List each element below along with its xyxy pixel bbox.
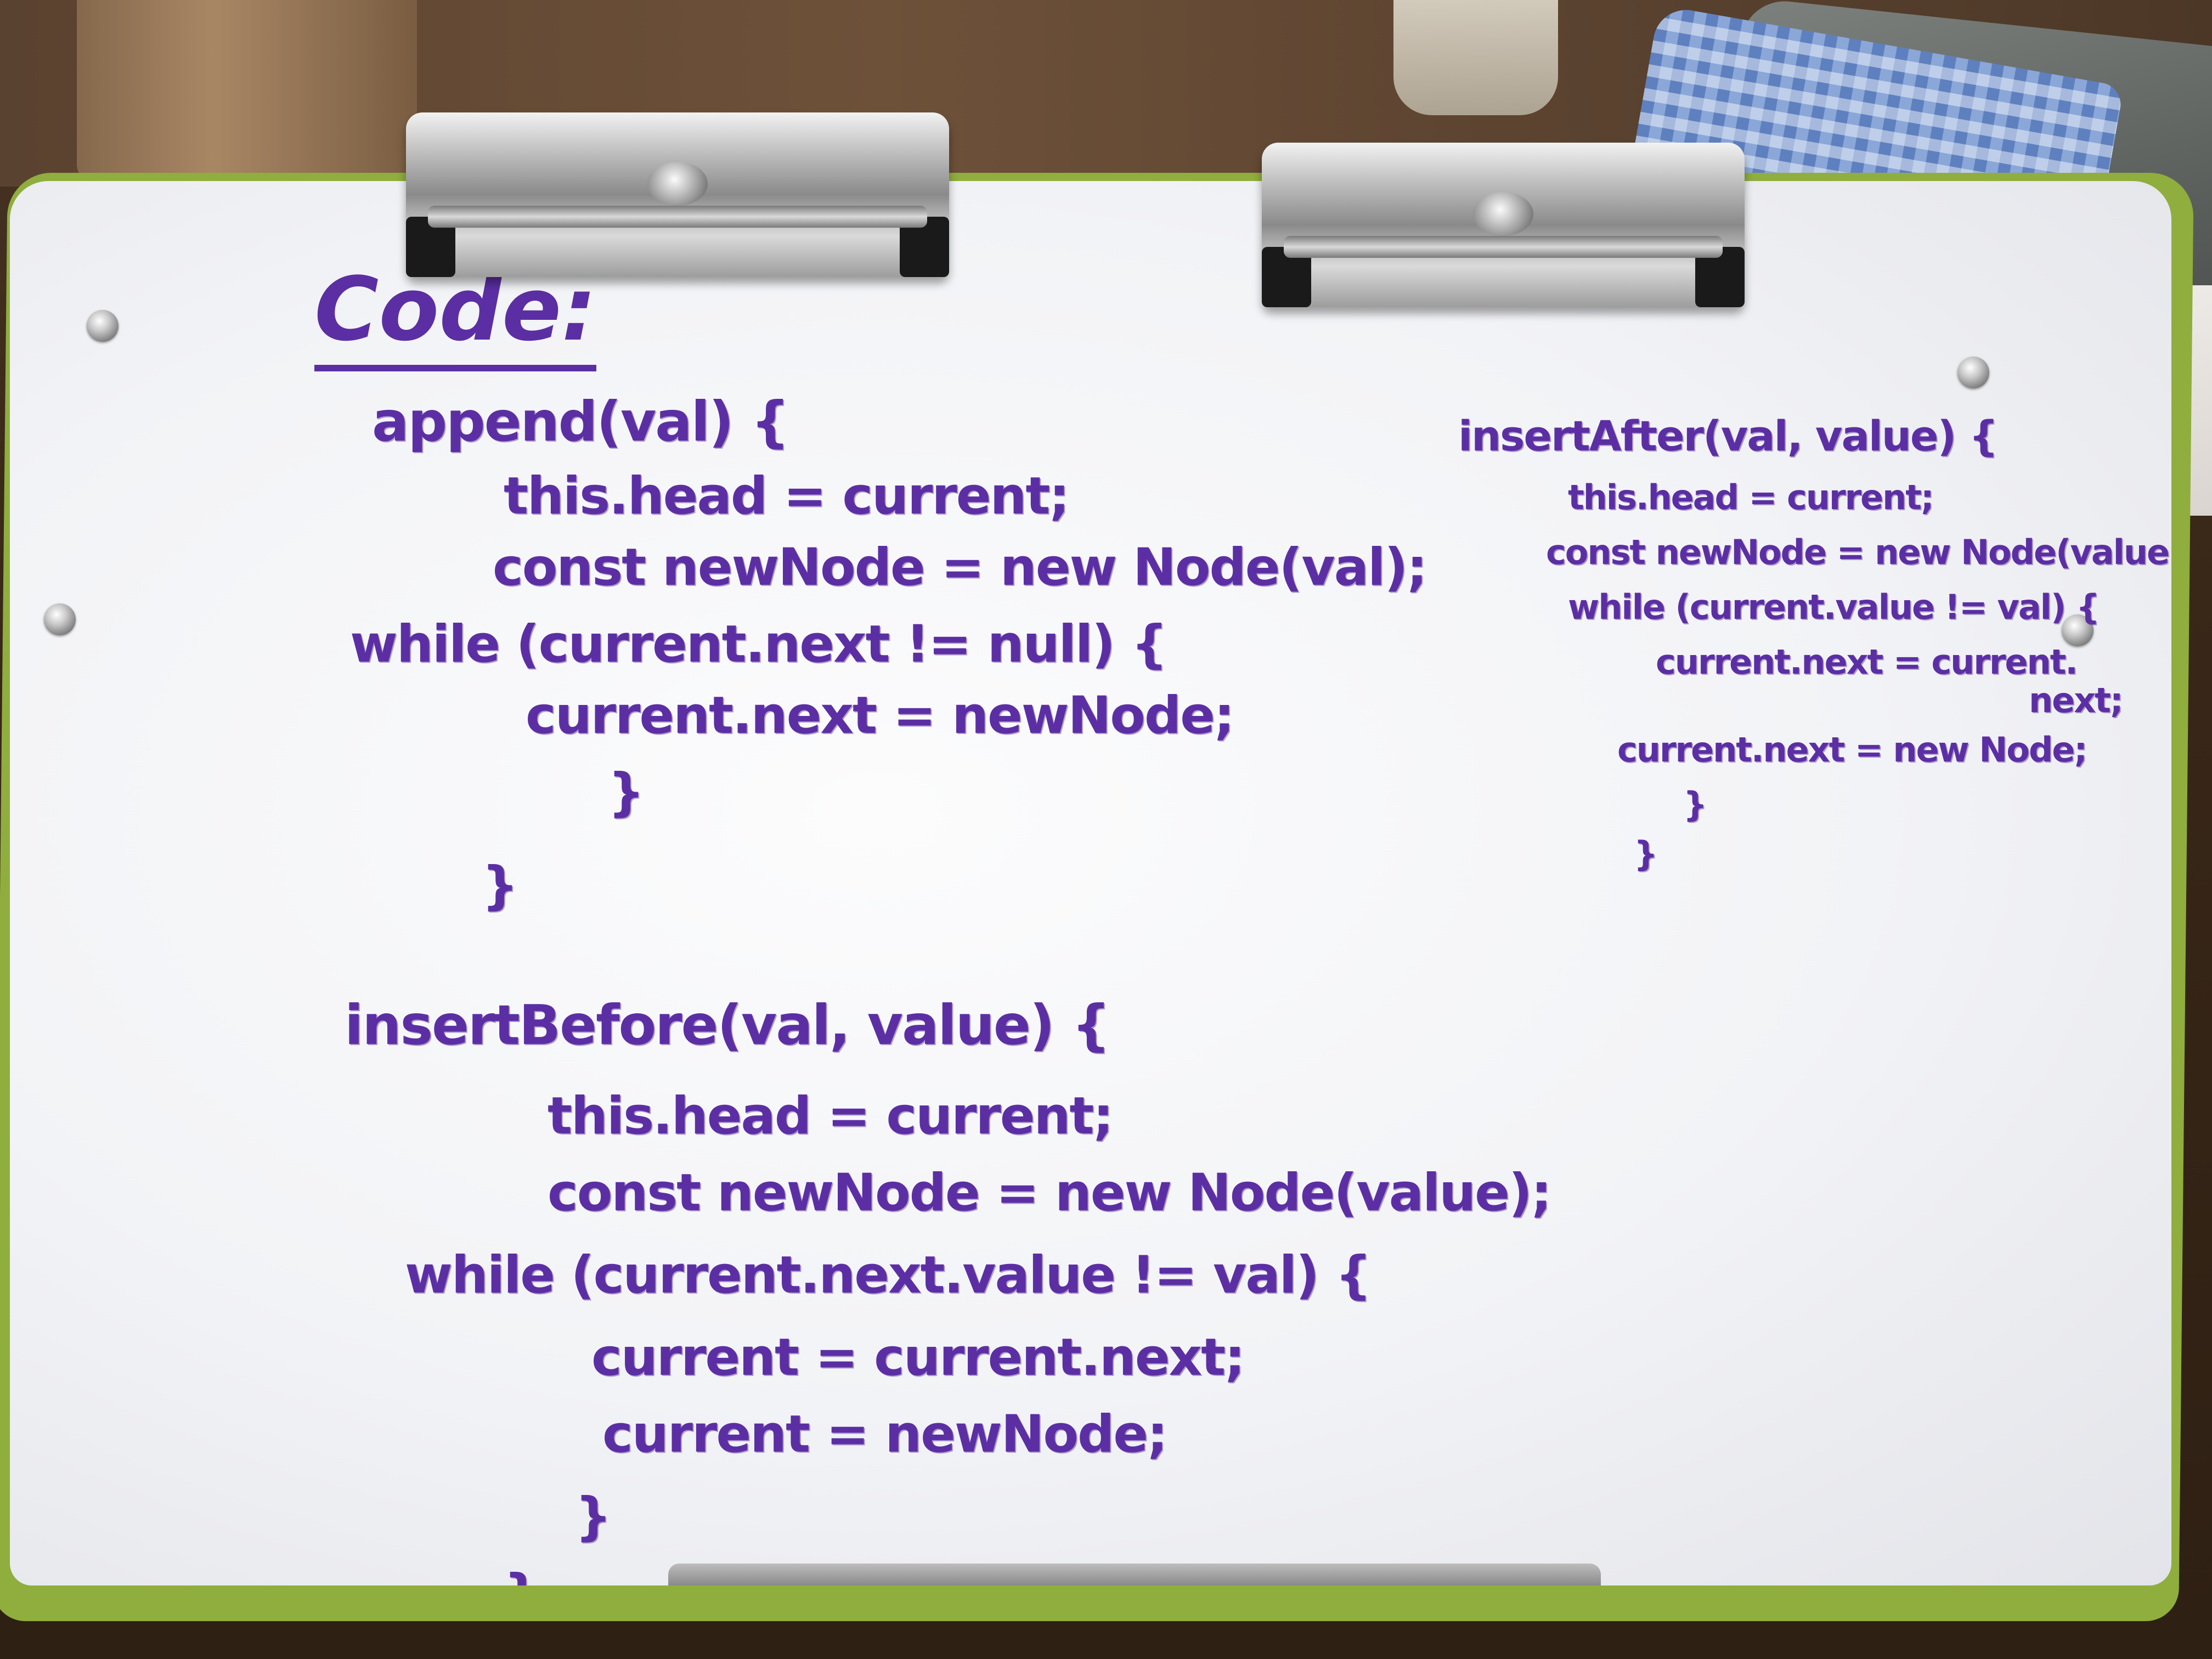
code-line: current.next = new Node; bbox=[1617, 730, 2087, 770]
code-line: const newNode = new Node(value); bbox=[1546, 532, 2171, 572]
code-line: } bbox=[482, 856, 518, 916]
code-line: current = newNode; bbox=[602, 1404, 1168, 1464]
code-line: insertAfter(val, value) { bbox=[1458, 411, 1999, 460]
code-line: this.head = current; bbox=[1568, 477, 1934, 517]
code-line: } bbox=[504, 1564, 540, 1585]
clip-hinge-icon bbox=[647, 162, 708, 206]
code-line: } bbox=[1683, 785, 1707, 825]
code-line: current = current.next; bbox=[591, 1328, 1245, 1387]
code-line: this.head = current; bbox=[504, 466, 1070, 526]
rivet-icon bbox=[87, 310, 119, 342]
code-line: insertBefore(val, value) { bbox=[345, 993, 1110, 1057]
code-line: next; bbox=[2029, 680, 2124, 720]
metal-clip-right bbox=[1262, 143, 1745, 307]
code-line: } bbox=[608, 763, 645, 822]
metal-clip-left bbox=[406, 112, 949, 277]
rivet-icon bbox=[1957, 357, 1989, 388]
code-line: current.next = current. bbox=[1656, 642, 2078, 682]
code-line: } bbox=[1634, 834, 1658, 874]
code-line: current.next = newNode; bbox=[526, 686, 1235, 746]
rivet-icon bbox=[2062, 614, 2094, 646]
code-line: while (current.value != val) { bbox=[1568, 587, 2100, 627]
code-line: append(val) { bbox=[372, 390, 790, 454]
whiteboard-surface: Code: append(val) { this.head = current;… bbox=[10, 181, 2171, 1585]
code-line: this.head = current; bbox=[548, 1086, 1114, 1146]
code-line: const newNode = new Node(value); bbox=[548, 1163, 1551, 1223]
code-line: const newNode = new Node(val); bbox=[493, 538, 1427, 597]
code-line: while (current.next.value != val) { bbox=[405, 1245, 1372, 1305]
clip-bar bbox=[428, 206, 927, 228]
clip-bar bbox=[1284, 236, 1723, 258]
rivet-icon bbox=[44, 603, 76, 635]
wooden-shelf bbox=[77, 0, 417, 181]
code-line: } bbox=[575, 1487, 612, 1547]
clip-hinge-icon bbox=[1473, 192, 1533, 236]
board-edge-strip bbox=[668, 1564, 1601, 1585]
plastic-cup bbox=[1393, 0, 1558, 115]
code-line: while (current.next != null) { bbox=[350, 614, 1168, 674]
